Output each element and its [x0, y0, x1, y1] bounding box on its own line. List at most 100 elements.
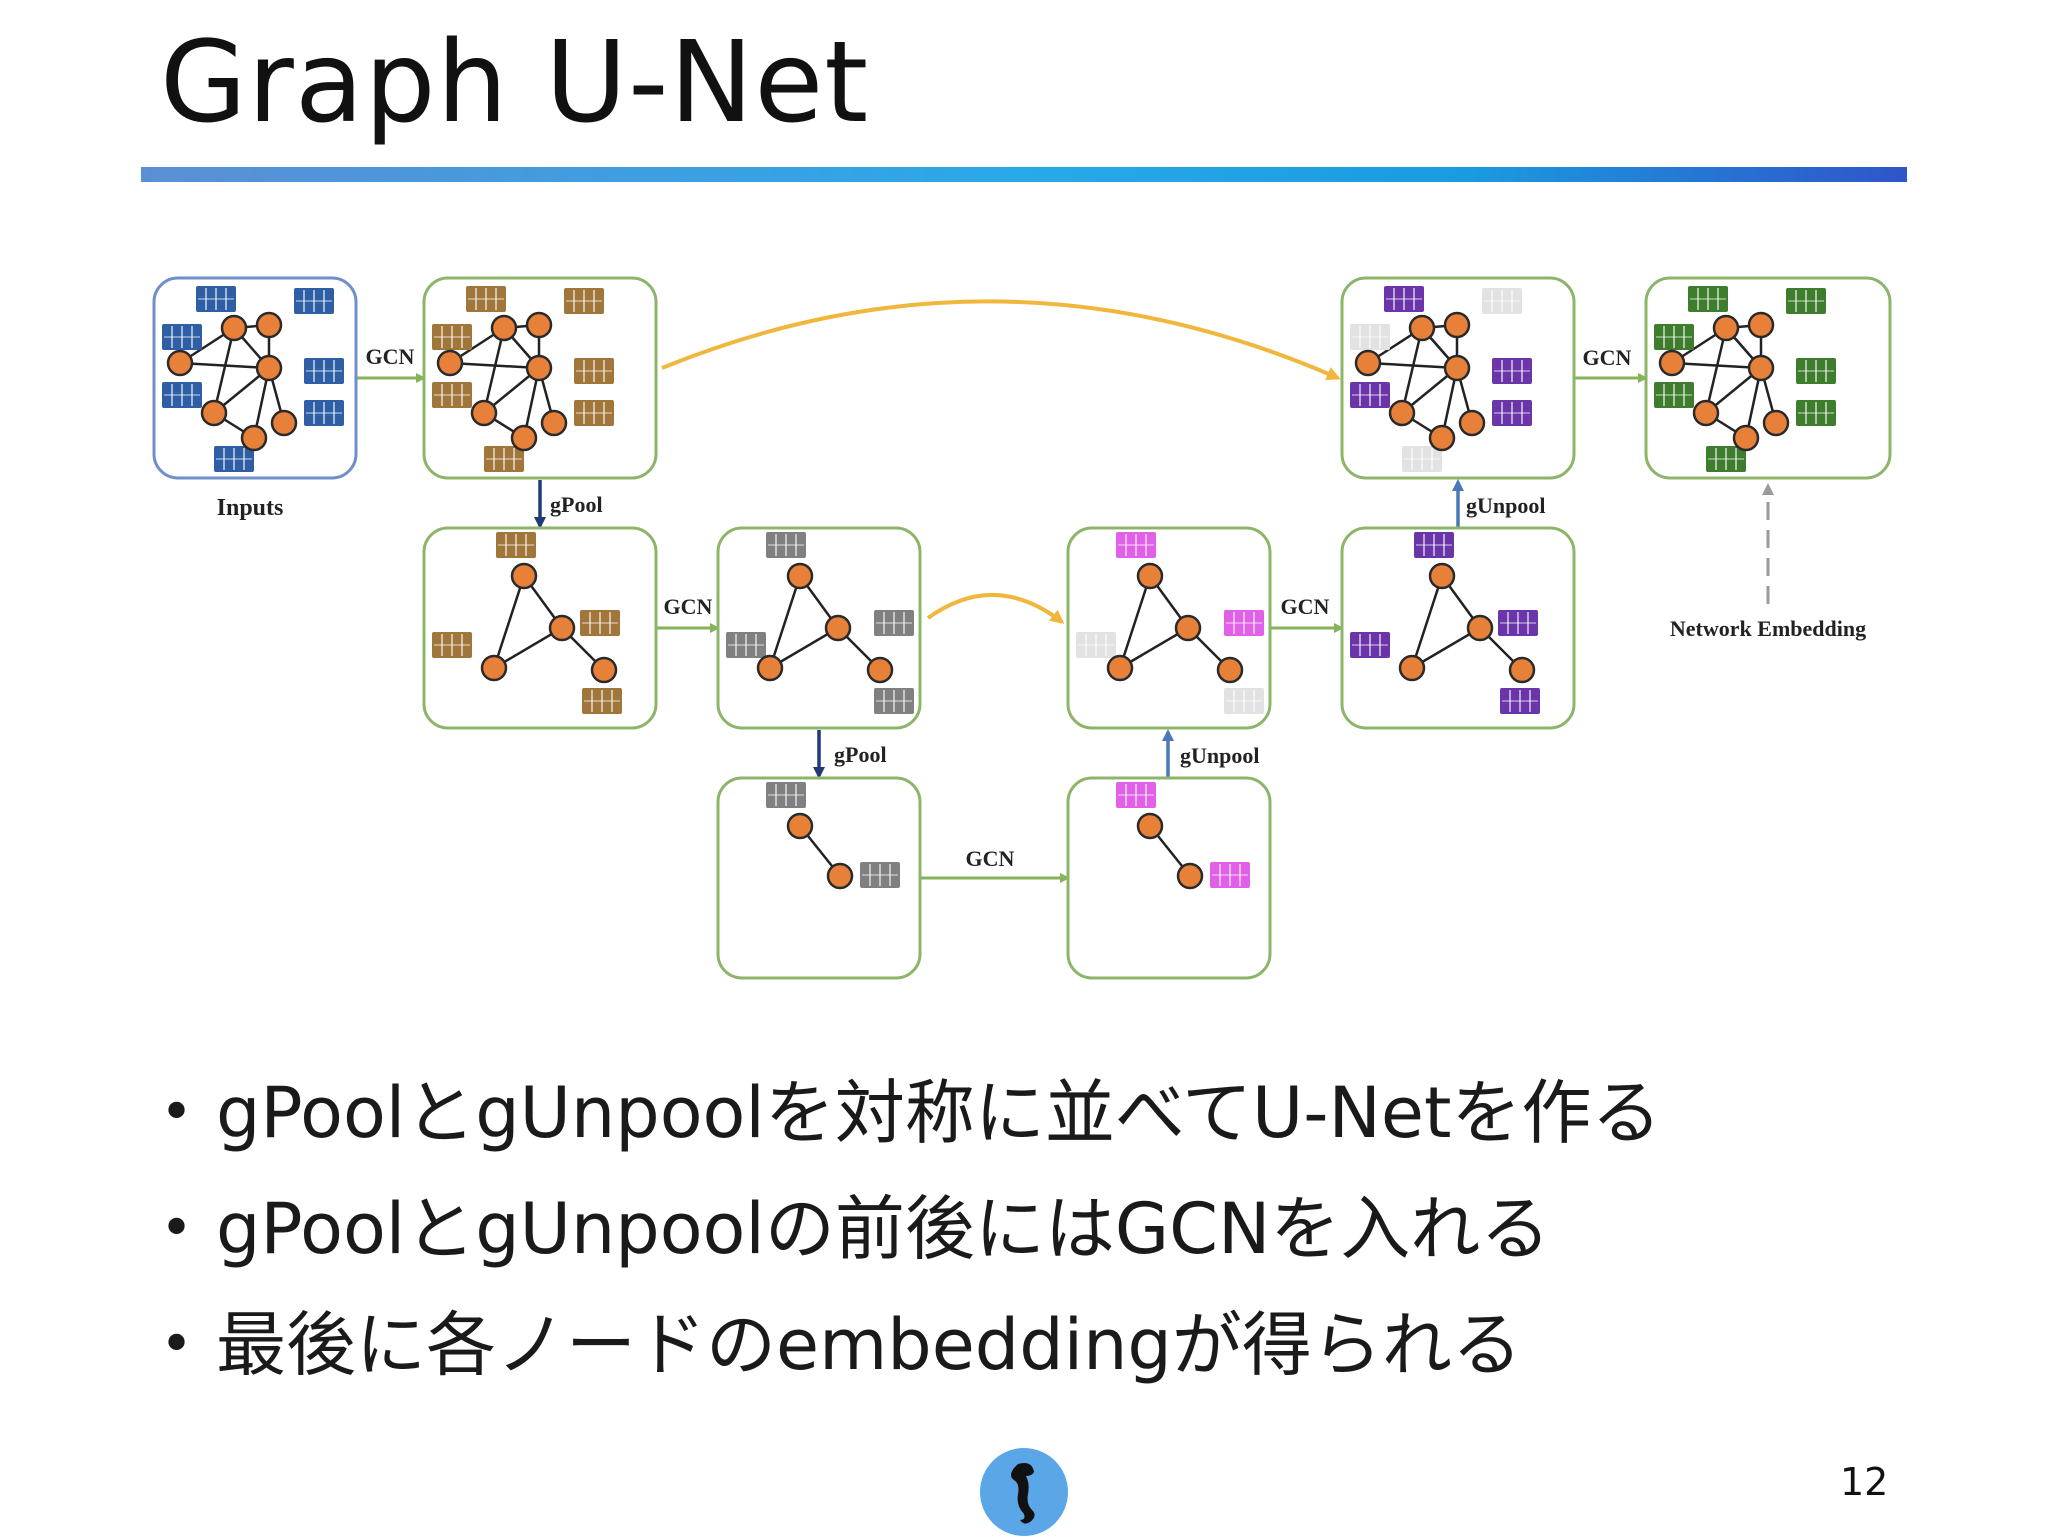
graph-node: [826, 862, 854, 890]
graph-edge: [212, 327, 236, 414]
feature-vector-icon: [1224, 688, 1264, 714]
graph-node: [166, 349, 194, 377]
gcn-graph-level3: [1066, 776, 1272, 980]
feature-vector-icon: [1482, 288, 1522, 314]
feature-vector-icon: [162, 324, 202, 350]
gpool-graph-level2: [716, 776, 922, 980]
graph-node: [1408, 314, 1436, 342]
feature-vector-icon: [432, 632, 472, 658]
seahorse-logo-icon: [980, 1448, 1068, 1536]
feature-vector-icon: [1224, 610, 1264, 636]
feature-vector-icon: [574, 358, 614, 384]
feature-vector-icon: [860, 862, 900, 888]
graph-node: [824, 614, 852, 642]
graph-node: [1747, 354, 1775, 382]
feature-vector-icon: [1076, 632, 1116, 658]
feature-vector-icon: [432, 324, 472, 350]
graph-node: [1136, 562, 1164, 590]
graph-node: [786, 812, 814, 840]
inputs-label: Inputs: [217, 495, 284, 521]
feature-vector-icon: [214, 446, 254, 472]
feature-vector-icon: [1350, 382, 1390, 408]
feature-vector-icon: [304, 400, 344, 426]
gpool-label-2: gPool: [834, 742, 887, 767]
feature-vector-icon: [580, 610, 620, 636]
feature-vector-icon: [1498, 610, 1538, 636]
gpool-graph-level1: [422, 526, 658, 730]
unpooled-graph-level2: [1066, 526, 1272, 730]
graph-node: [1388, 399, 1416, 427]
feature-vector-icon: [1210, 862, 1250, 888]
graph-node: [1354, 349, 1382, 377]
gcn-label-4: GCN: [1281, 594, 1330, 619]
gunpool-label-1: gUnpool: [1180, 743, 1259, 768]
graph-node: [255, 354, 283, 382]
graph-edge: [1671, 361, 1762, 370]
graph-node: [1443, 354, 1471, 382]
graph-node: [240, 424, 268, 452]
graph-node: [525, 311, 553, 339]
graph-node: [1732, 424, 1760, 452]
graph-node: [510, 562, 538, 590]
graph-node: [1658, 349, 1686, 377]
input-graph: [152, 276, 358, 480]
feature-vector-icon: [432, 382, 472, 408]
gcn-graph-level1: [422, 276, 658, 480]
feature-vector-icon: [1350, 324, 1390, 350]
unpooled-graph-level1: [1340, 276, 1576, 480]
gcn-graph-level1-up: [1340, 526, 1576, 730]
graph-node: [510, 424, 538, 452]
feature-vector-icon: [874, 610, 914, 636]
feature-vector-icon: [726, 632, 766, 658]
graph-node: [1428, 562, 1456, 590]
graph-node: [255, 311, 283, 339]
graph-node: [220, 314, 248, 342]
feature-vector-icon: [466, 286, 506, 312]
feature-vector-icon: [766, 782, 806, 808]
feature-vector-icon: [484, 446, 524, 472]
graph-edge: [1400, 327, 1424, 414]
graph-node: [200, 399, 228, 427]
graph-edge: [179, 361, 270, 370]
feature-vector-icon: [574, 400, 614, 426]
feature-vector-icon: [1116, 532, 1156, 558]
feature-vector-icon: [1796, 400, 1836, 426]
graph-node: [1428, 424, 1456, 452]
bullet-list: gPoolとgUnpoolを対称に並べてU-Netを作る gPoolとgUnpo…: [160, 1055, 1661, 1403]
feature-vector-icon: [1384, 286, 1424, 312]
feature-vector-icon: [1414, 532, 1454, 558]
graph-node: [1443, 311, 1471, 339]
graph-edge: [768, 575, 802, 669]
graph-node: [470, 399, 498, 427]
graph-node: [590, 656, 618, 684]
graph-node: [1176, 862, 1204, 890]
gpool-label-1: gPool: [550, 492, 603, 517]
graph-node: [866, 656, 894, 684]
graph-node: [1106, 654, 1134, 682]
feature-vector-icon: [1492, 358, 1532, 384]
feature-vector-icon: [1654, 324, 1694, 350]
graph-node: [1216, 656, 1244, 684]
graph-edge: [1704, 327, 1728, 414]
graph-node: [1762, 409, 1790, 437]
graph-boxes: [152, 276, 1892, 980]
graph-node: [525, 354, 553, 382]
graph-edge: [492, 575, 526, 669]
feature-vector-icon: [1116, 782, 1156, 808]
graph-node: [1458, 409, 1486, 437]
bullet-item: gPoolとgUnpoolの前後にはGCNを入れる: [160, 1171, 1661, 1287]
gcn-label-1: GCN: [366, 344, 415, 369]
graph-node: [1692, 399, 1720, 427]
feature-vector-icon: [496, 532, 536, 558]
graph-node: [1747, 311, 1775, 339]
feature-vector-icon: [294, 288, 334, 314]
graph-node: [480, 654, 508, 682]
gcn-label-3: GCN: [966, 846, 1015, 871]
feature-vector-icon: [582, 688, 622, 714]
gunpool-label-2: gUnpool: [1466, 493, 1545, 518]
feature-vector-icon: [304, 358, 344, 384]
graph-node: [756, 654, 784, 682]
feature-vector-icon: [1654, 382, 1694, 408]
graph-edge: [449, 361, 540, 370]
graph-node: [786, 562, 814, 590]
